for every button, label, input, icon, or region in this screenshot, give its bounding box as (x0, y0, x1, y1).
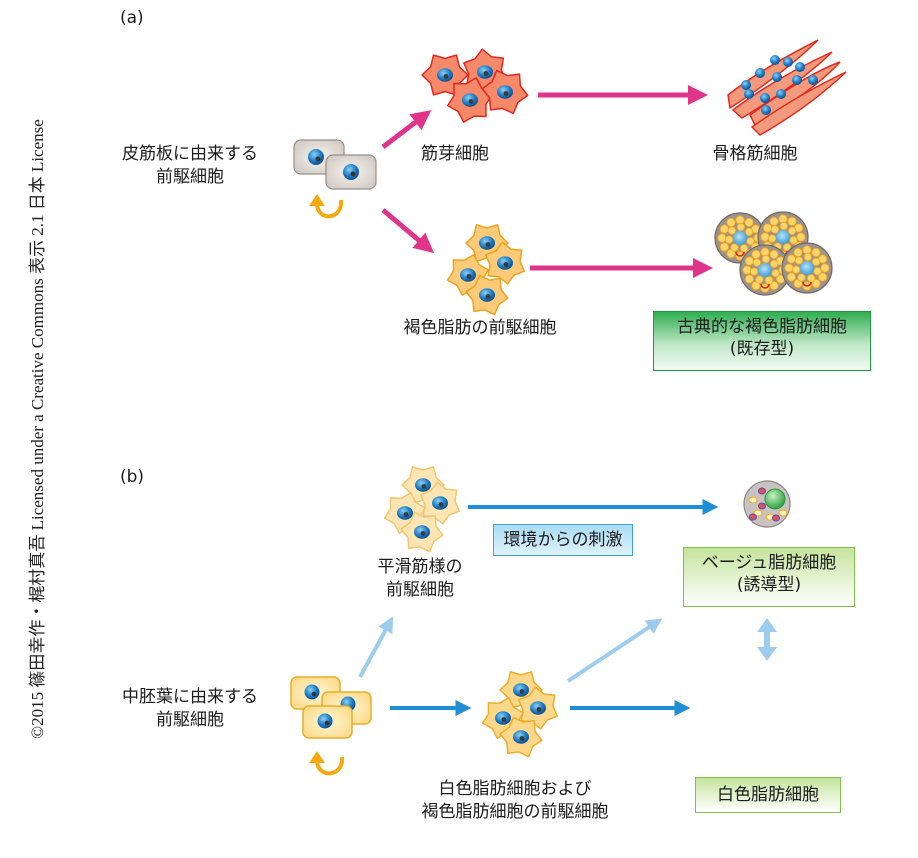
classic-brown-adipocyte-box: 古典的な褐色脂肪細胞 (既存型) (653, 311, 871, 371)
mesoderm-precursor-cells (290, 676, 372, 739)
panel-a-label: (a) (120, 8, 144, 28)
label-line: 白色脂肪細胞および (438, 779, 592, 799)
box-line: 古典的な褐色脂肪細胞 (677, 317, 847, 337)
self-renewal-arrow-icon (309, 194, 344, 219)
arrow-to-smooth-muscle-like (358, 616, 394, 678)
classic-brown-adipocyte-cells (714, 211, 833, 296)
beige-adipocyte-box: ベージュ脂肪細胞 (誘導型) (683, 547, 855, 607)
box-line: (既存型) (729, 339, 795, 359)
skeletal-muscle-cells (727, 39, 847, 136)
label-line: 前駆細胞 (156, 710, 224, 730)
skeletal-muscle-label: 骨格筋細胞 (712, 144, 798, 164)
environmental-stimulus-box: 環境からの刺激 (493, 524, 633, 556)
brown-preadipocyte-cells (446, 224, 526, 316)
beige-adipocyte-cell (743, 480, 791, 528)
box-line: ベージュ脂肪細胞 (701, 553, 837, 573)
arrow-precursor-to-beige (566, 618, 663, 683)
arrow-to-myoblast (381, 110, 432, 149)
myoblast-label: 筋芽細胞 (421, 144, 489, 164)
white-brown-precursor-cells (481, 671, 559, 758)
label-line: 前駆細胞 (156, 167, 224, 187)
panel-b-label: (b) (120, 467, 145, 487)
dermomyotome-precursor-label: 皮筋板に由来する 前駆細胞 (115, 143, 265, 189)
label-line: 褐色脂肪細胞の前駆細胞 (421, 802, 609, 822)
white-adipocyte-box: 白色脂肪細胞 (695, 777, 841, 813)
dermomyotome-precursor-cells (293, 139, 377, 190)
label-line: 皮筋板に由来する (122, 144, 258, 164)
arrow-to-brown-preadipocyte (381, 208, 435, 254)
brown-preadipocyte-label: 褐色脂肪の前駆細胞 (403, 318, 557, 338)
beige-white-bidirectional-arrow (757, 618, 777, 661)
label-line: 中胚葉に由来する (122, 687, 258, 707)
label-line: 平滑筋様の (377, 557, 463, 577)
smooth-muscle-like-precursor-cells (383, 466, 461, 553)
myoblast-cells (421, 48, 529, 123)
white-brown-precursor-label: 白色脂肪細胞および 褐色脂肪細胞の前駆細胞 (410, 778, 620, 824)
mesoderm-precursor-label: 中胚葉に由来する 前駆細胞 (115, 686, 265, 732)
box-line: (誘導型) (736, 575, 802, 595)
label-line: 前駆細胞 (386, 580, 454, 600)
self-renewal-arrow-icon (309, 751, 345, 776)
smooth-muscle-like-precursor-label: 平滑筋様の 前駆細胞 (360, 556, 480, 602)
